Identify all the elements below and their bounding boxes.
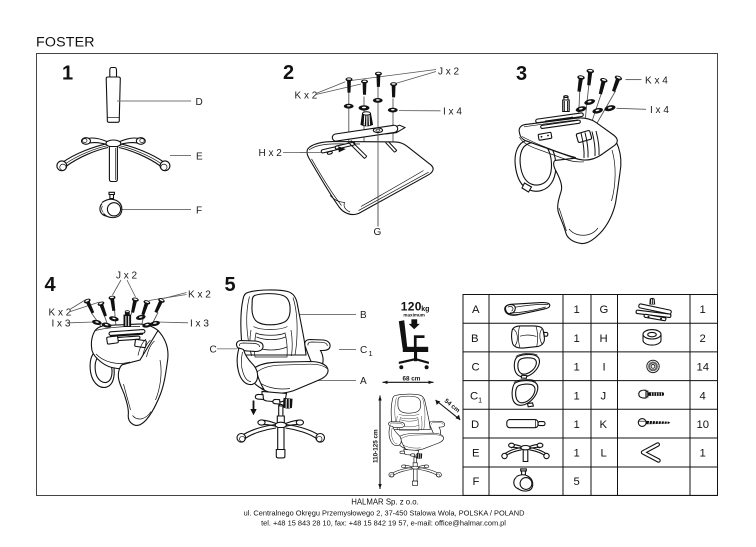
svg-text:5: 5 (225, 274, 236, 296)
svg-text:54 cm: 54 cm (443, 398, 462, 415)
svg-text:2: 2 (283, 62, 294, 84)
svg-text:C: C (360, 345, 367, 356)
svg-text:H x 2: H x 2 (259, 148, 283, 159)
svg-text:J x 2: J x 2 (116, 271, 138, 282)
svg-text:1: 1 (62, 63, 73, 85)
svg-text:F: F (473, 476, 480, 488)
svg-text:E: E (472, 448, 480, 460)
svg-text:2: 2 (700, 333, 706, 345)
svg-text:4: 4 (700, 391, 706, 403)
svg-text:J: J (601, 391, 607, 403)
svg-text:maximum: maximum (403, 312, 424, 317)
svg-text:4: 4 (45, 274, 57, 296)
svg-text:1: 1 (574, 391, 580, 403)
svg-text:K x 4: K x 4 (645, 76, 668, 87)
svg-text:I x 4: I x 4 (443, 107, 462, 118)
svg-text:14: 14 (697, 362, 710, 374)
svg-text:HALMAR Sp. z o.o.: HALMAR Sp. z o.o. (351, 498, 419, 507)
svg-text:3: 3 (516, 63, 527, 85)
svg-text:FOSTER: FOSTER (36, 35, 95, 51)
svg-text:tel. +48 15 843 28 10, fax: +4: tel. +48 15 843 28 10, fax: +48 15 842 1… (261, 519, 506, 528)
svg-text:10: 10 (697, 419, 710, 431)
svg-text:F: F (196, 205, 202, 216)
svg-text:G: G (374, 227, 382, 238)
svg-text:68 cm: 68 cm (403, 376, 421, 383)
svg-text:A: A (472, 304, 480, 316)
svg-text:1: 1 (478, 396, 482, 405)
svg-text:K: K (600, 419, 608, 431)
svg-text:1: 1 (700, 304, 706, 316)
svg-text:5: 5 (574, 476, 580, 488)
svg-text:D: D (471, 419, 479, 431)
svg-text:I x 4: I x 4 (650, 105, 669, 116)
svg-text:B: B (471, 333, 479, 345)
svg-text:I: I (603, 362, 606, 374)
svg-text:J x 2: J x 2 (438, 67, 460, 78)
svg-text:C: C (210, 345, 217, 356)
svg-text:I x 3: I x 3 (52, 319, 71, 330)
svg-text:A: A (360, 376, 367, 387)
svg-text:D: D (196, 97, 203, 108)
svg-text:G: G (600, 304, 609, 316)
svg-text:B: B (360, 310, 367, 321)
svg-text:K x 2: K x 2 (188, 290, 211, 301)
svg-text:110-125 cm: 110-125 cm (373, 429, 380, 463)
svg-text:L: L (601, 448, 607, 460)
svg-text:1: 1 (574, 448, 580, 460)
svg-text:120: 120 (401, 300, 422, 314)
svg-text:1: 1 (574, 304, 580, 316)
svg-text:I x 3: I x 3 (190, 319, 209, 330)
svg-text:C: C (472, 362, 480, 374)
svg-text:1: 1 (574, 333, 580, 345)
svg-text:ul. Centralnego Okręgu Przemys: ul. Centralnego Okręgu Przemysłowego 2, … (244, 508, 525, 517)
svg-text:kg: kg (421, 306, 429, 313)
svg-text:1: 1 (700, 448, 706, 460)
svg-text:1: 1 (369, 349, 373, 358)
svg-text:1: 1 (574, 362, 580, 374)
svg-text:H: H (600, 333, 608, 345)
svg-text:K x 2: K x 2 (49, 308, 72, 319)
svg-text:K x 2: K x 2 (295, 90, 318, 101)
svg-text:1: 1 (574, 419, 580, 431)
svg-text:C: C (470, 391, 478, 403)
svg-text:E: E (196, 151, 203, 162)
